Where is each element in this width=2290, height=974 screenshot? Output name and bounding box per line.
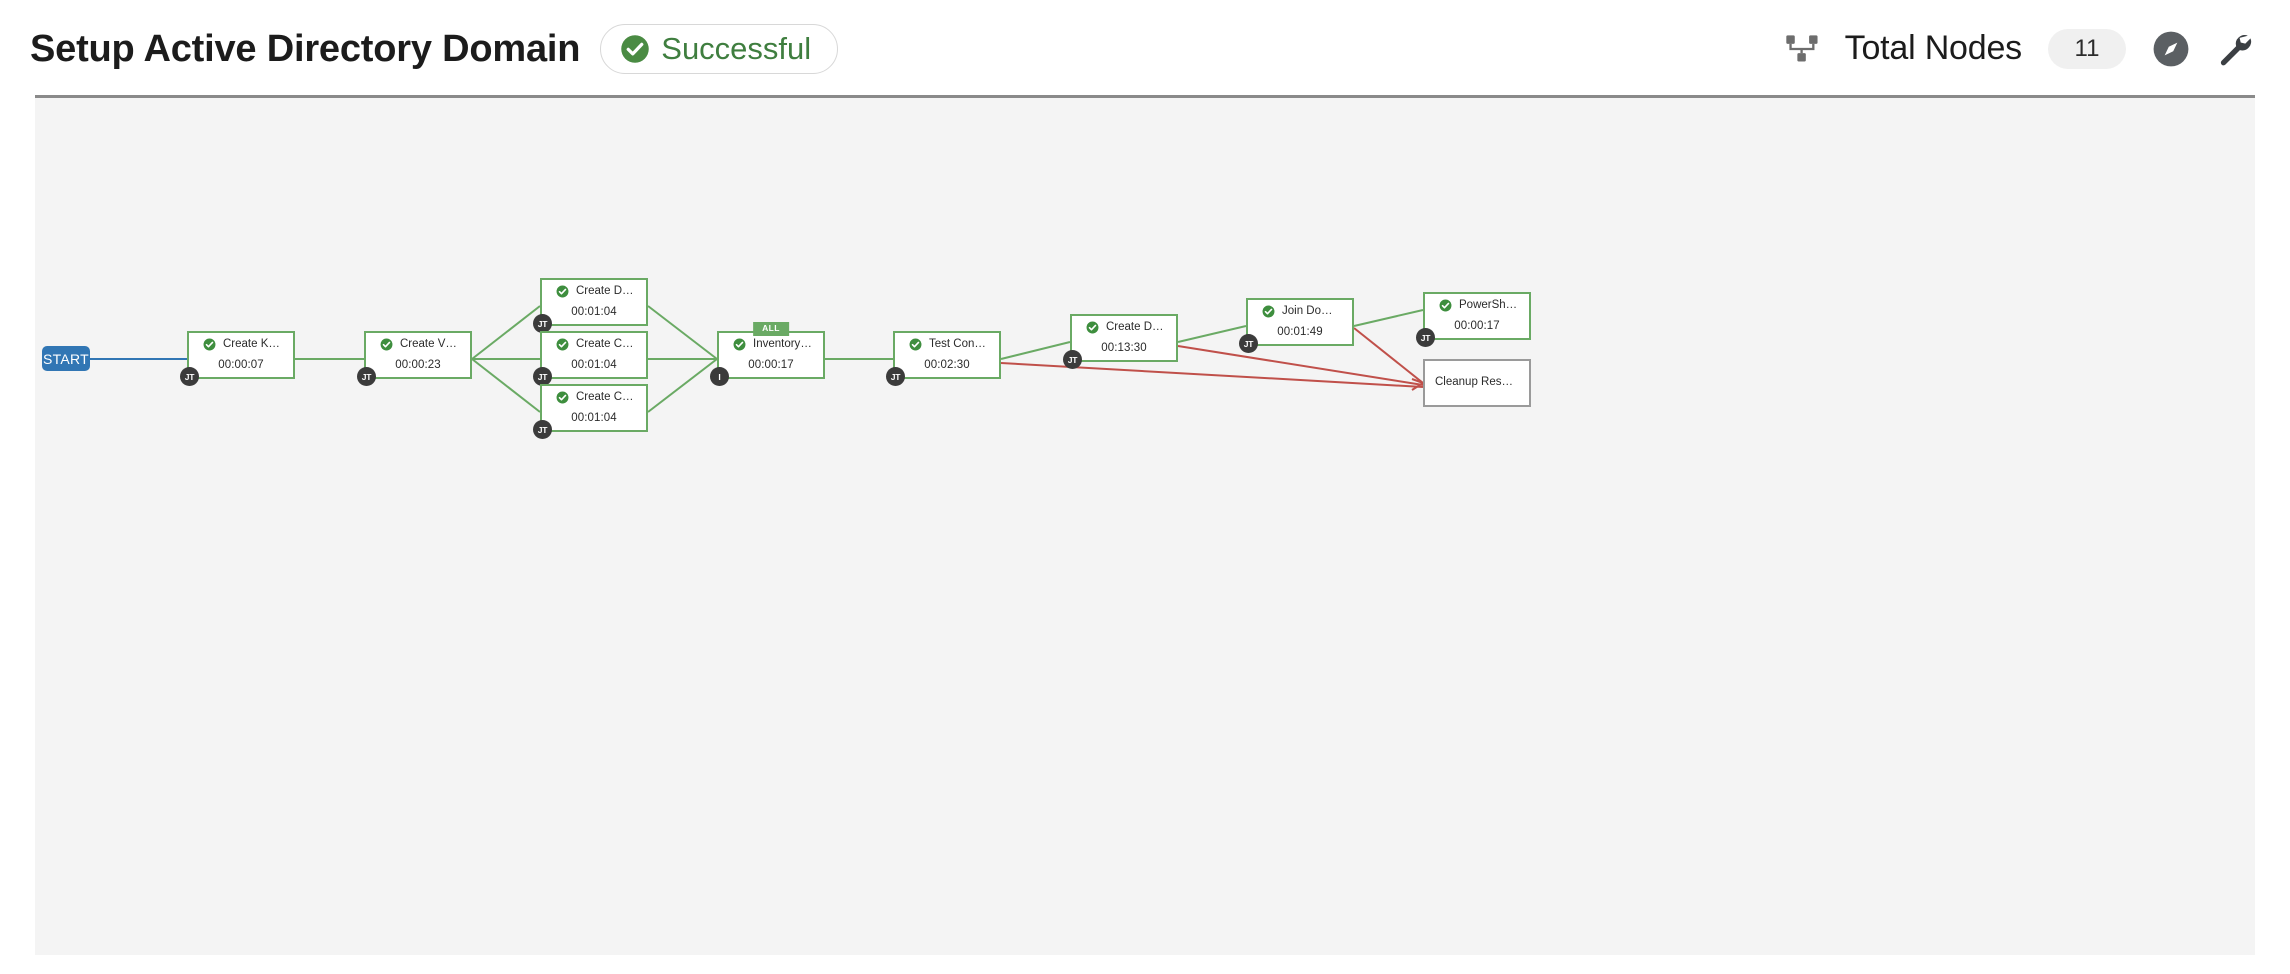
node-create-domain[interactable]: Create Domain 00:13:30 JT xyxy=(1063,314,1178,369)
check-circle-icon xyxy=(733,338,746,350)
status-badge-label: Successful xyxy=(661,31,812,66)
node-elapsed: 00:01:04 xyxy=(571,411,617,424)
node-start[interactable]: START xyxy=(42,346,90,371)
node-title-row: Create Computer (2) xyxy=(552,391,636,404)
check-circle-icon xyxy=(556,285,569,297)
node-type-badge: JT xyxy=(357,367,376,386)
check-circle-icon xyxy=(556,338,569,350)
arrowhead-icon xyxy=(1411,378,1424,391)
node-title-row: Create VPC xyxy=(376,338,460,351)
node-title-row: Join Domain xyxy=(1258,305,1342,318)
edge-success xyxy=(471,358,541,413)
node-label: PowerShell Validation xyxy=(1459,299,1519,311)
node-elapsed: 00:00:17 xyxy=(748,358,794,371)
node-type-badge: JT xyxy=(533,367,552,386)
node-type-badge: JT xyxy=(533,420,552,439)
node-type-badge: JT xyxy=(180,367,199,386)
edge-success xyxy=(647,358,718,413)
node-elapsed: 00:01:04 xyxy=(571,305,617,318)
node-title-row: Inventory Sync xyxy=(729,338,813,351)
node-type-badge: JT xyxy=(1063,350,1082,369)
workflow-canvas[interactable]: START Create Keypair 00:00:07 JT Create xyxy=(35,95,2255,955)
edge-success xyxy=(471,305,541,360)
edge-success xyxy=(1000,341,1071,360)
check-circle-icon xyxy=(1439,299,1452,311)
check-circle-icon xyxy=(556,391,569,403)
node-test-connectivity[interactable]: Test Connectivity 00:02:30 JT xyxy=(886,331,1001,386)
node-label: Inventory Sync xyxy=(753,338,813,350)
edge-success xyxy=(1177,325,1247,343)
total-nodes-count: 11 xyxy=(2048,28,2126,69)
node-elapsed: 00:01:49 xyxy=(1277,325,1323,338)
node-label: Create Domain xyxy=(1106,321,1166,333)
edge-success xyxy=(1353,309,1424,327)
workflow-edges xyxy=(90,305,1424,413)
node-type-badge: JT xyxy=(533,314,552,333)
status-badge: Successful xyxy=(600,23,839,74)
node-type-badge: JT xyxy=(1416,328,1435,347)
node-title-row: Create Domain Contr... xyxy=(552,285,636,298)
node-elapsed: 00:00:23 xyxy=(395,358,441,371)
node-label: Join Domain xyxy=(1282,305,1342,317)
node-label: Test Connectivity xyxy=(929,338,989,350)
node-elapsed: 00:00:07 xyxy=(218,358,264,371)
node-join-domain[interactable]: Join Domain 00:01:49 JT xyxy=(1239,298,1354,353)
node-title-row: Test Connectivity xyxy=(905,338,989,351)
node-type-badge: JT xyxy=(886,367,905,386)
node-label: Create Keypair xyxy=(223,338,283,350)
edge-success xyxy=(647,305,718,360)
wrench-icon[interactable] xyxy=(2216,30,2254,68)
node-powershell-validation[interactable]: PowerShell Validation 00:00:17 JT xyxy=(1416,292,1531,347)
node-label: Create Computer (1) xyxy=(576,338,636,350)
check-circle-icon xyxy=(621,34,650,63)
check-circle-icon xyxy=(1262,305,1275,317)
compass-icon[interactable] xyxy=(2152,30,2190,68)
node-title-row: PowerShell Validation xyxy=(1435,299,1519,312)
node-type-badge: JT xyxy=(1239,334,1258,353)
node-elapsed: 00:00:17 xyxy=(1454,319,1500,332)
page-title: Setup Active Directory Domain xyxy=(30,27,581,70)
check-circle-icon xyxy=(909,338,922,350)
edge-failure xyxy=(1177,345,1424,386)
node-inventory-sync[interactable]: ALL Inventory Sync 00:00:17 I xyxy=(710,322,825,386)
check-circle-icon xyxy=(1086,321,1099,333)
node-title-row: Create Keypair xyxy=(199,338,283,351)
node-create-domain-controller[interactable]: Create Domain Contr... 00:01:04 JT xyxy=(533,278,648,333)
check-circle-icon xyxy=(380,338,393,350)
page-header: Setup Active Directory Domain Successful… xyxy=(0,0,2290,97)
check-circle-icon xyxy=(203,338,216,350)
node-label: Create Computer (2) xyxy=(576,391,636,403)
node-start-label: START xyxy=(42,350,90,367)
sitemap-icon[interactable] xyxy=(1785,34,1819,64)
node-title-row: Create Computer (1) xyxy=(552,338,636,351)
node-type-badge: I xyxy=(710,367,729,386)
node-create-computer-1[interactable]: Create Computer (1) 00:01:04 JT xyxy=(533,331,648,386)
node-create-keypair[interactable]: Create Keypair 00:00:07 JT xyxy=(180,331,295,386)
node-create-vpc[interactable]: Create VPC 00:00:23 JT xyxy=(357,331,472,386)
edge-failure xyxy=(1000,362,1424,388)
header-right-group: Total Nodes 11 xyxy=(1785,0,2254,97)
node-elapsed: 00:01:04 xyxy=(571,358,617,371)
convergence-badge: ALL xyxy=(753,322,789,336)
node-label: Create VPC xyxy=(400,338,460,350)
header-left-group: Setup Active Directory Domain Successful xyxy=(0,23,839,74)
node-elapsed: 00:02:30 xyxy=(924,358,970,371)
edge-failure xyxy=(1353,327,1424,384)
node-label: Create Domain Contr... xyxy=(576,285,636,297)
node-cleanup-resources[interactable]: Cleanup Resources xyxy=(1423,359,1531,407)
node-create-computer-2[interactable]: Create Computer (2) 00:01:04 JT xyxy=(533,384,648,439)
node-label: Cleanup Resources xyxy=(1435,376,1519,388)
node-title-row: Create Domain xyxy=(1082,321,1166,334)
node-elapsed: 00:13:30 xyxy=(1101,341,1147,354)
total-nodes-label: Total Nodes xyxy=(1844,29,2023,67)
node-title-row: Cleanup Resources xyxy=(1435,376,1519,388)
